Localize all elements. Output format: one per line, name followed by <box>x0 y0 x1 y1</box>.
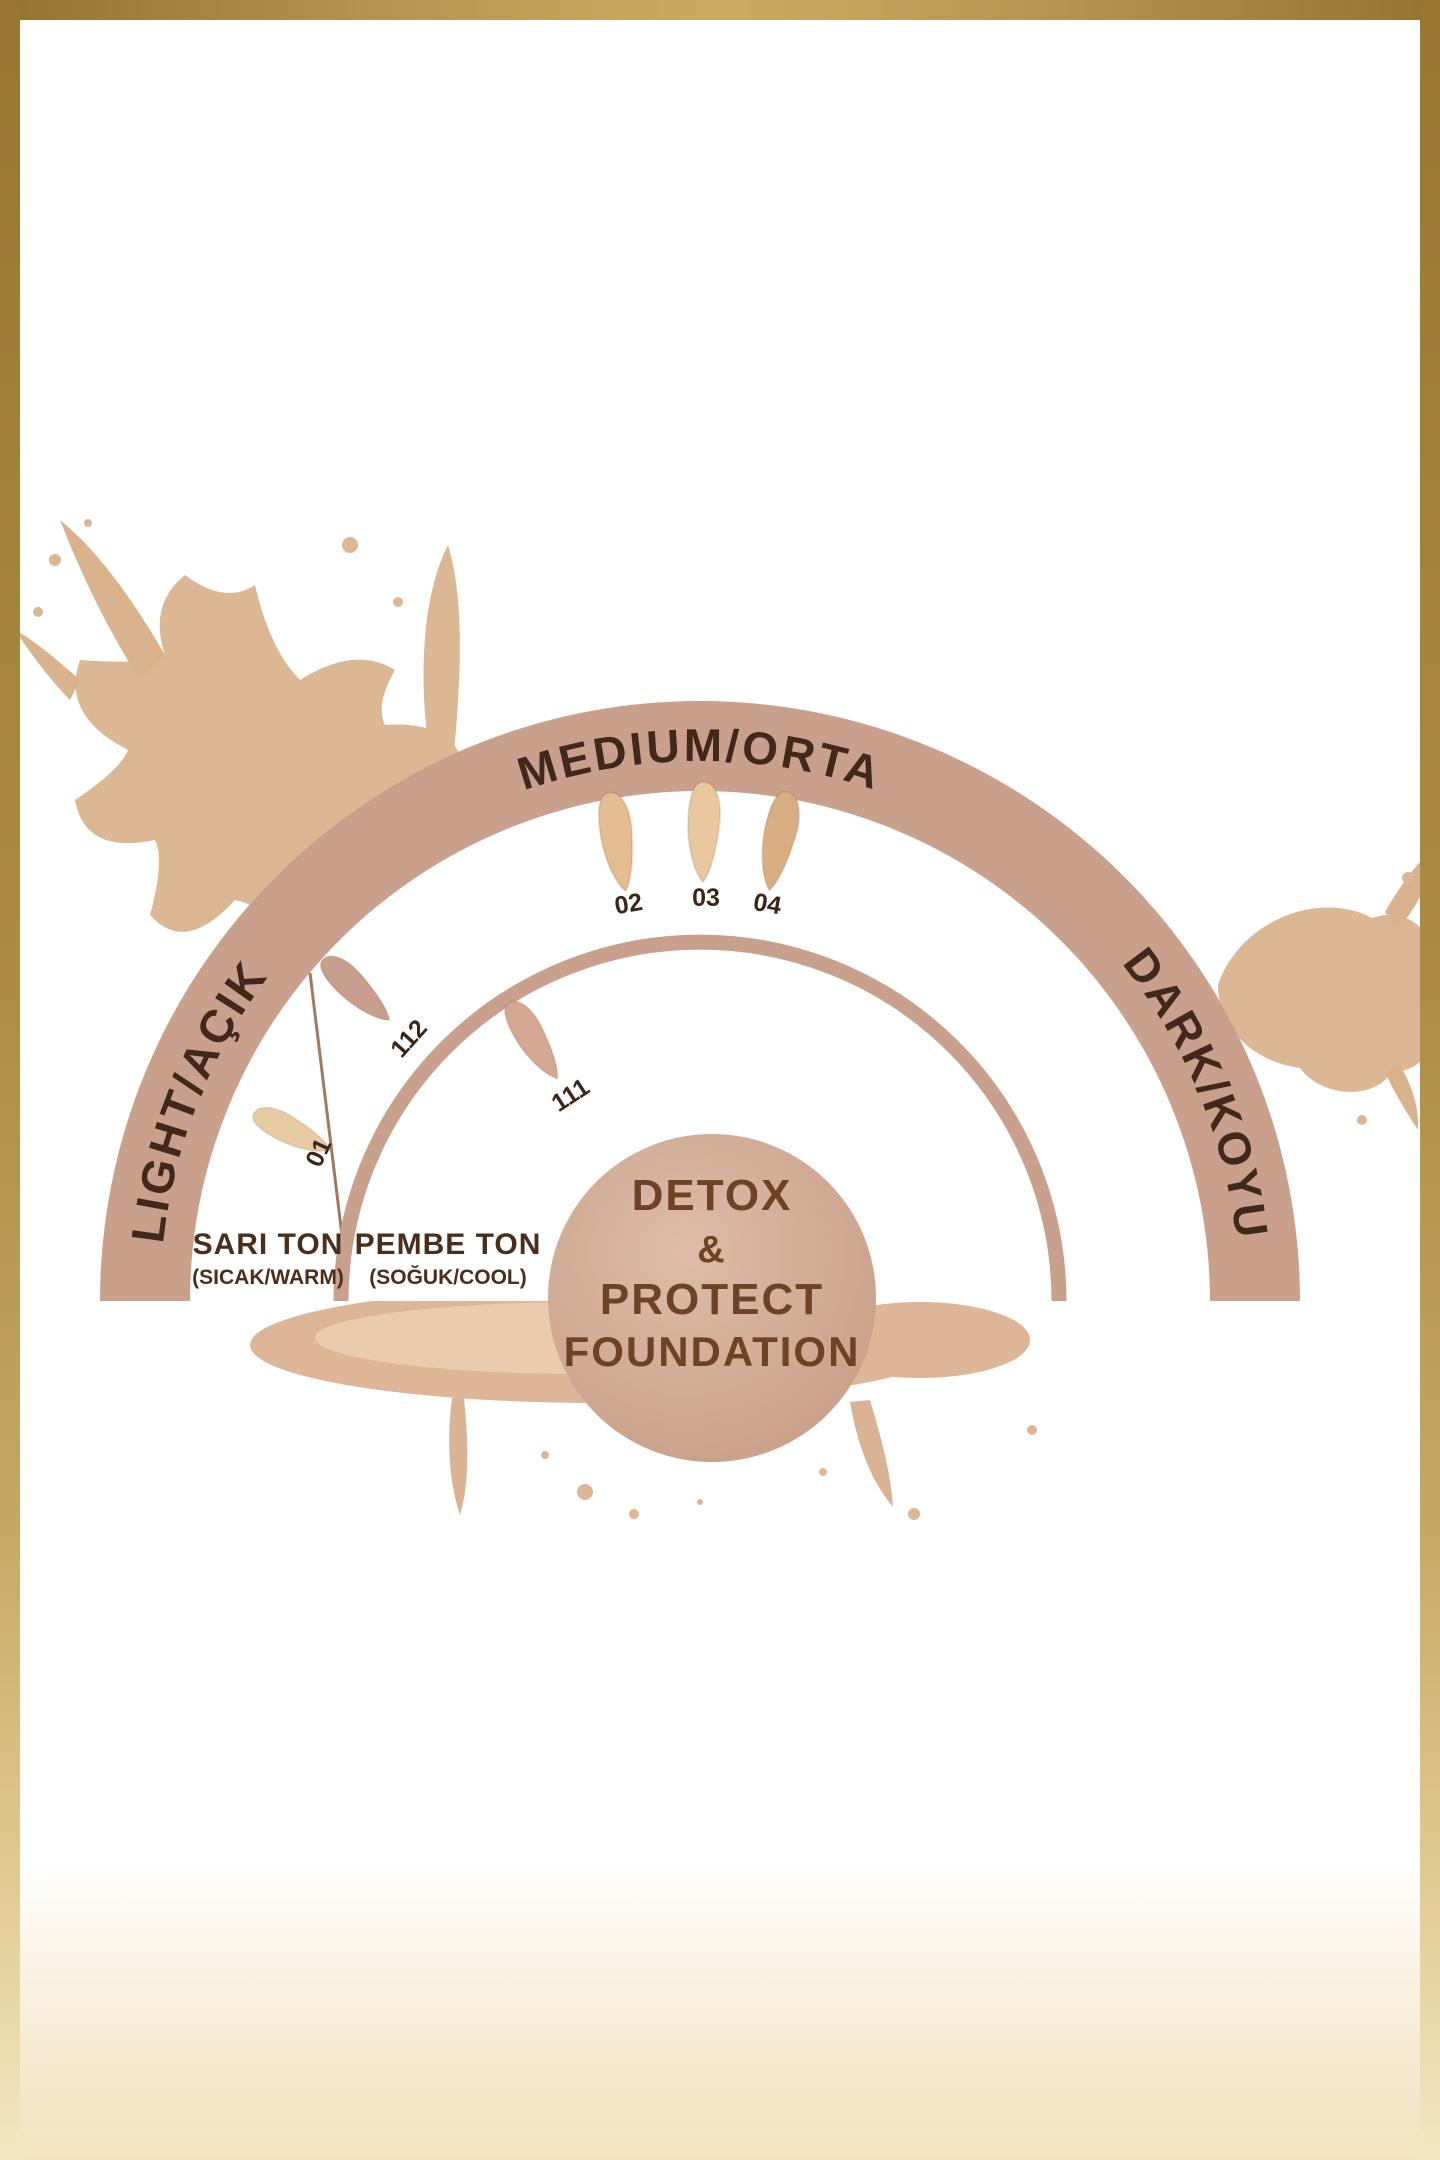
swatch-smear-01 <box>251 1106 332 1152</box>
splash-droplet <box>84 519 92 527</box>
swatch-smear-112 <box>319 955 391 1022</box>
frame-border-right <box>1420 0 1440 2160</box>
paint-splash-right <box>1218 845 1440 1130</box>
bottom-fade-decoration <box>0 1860 1440 2160</box>
swatch-smear-04 <box>761 790 801 892</box>
splash-spike <box>60 520 165 680</box>
splash-droplet <box>1357 1115 1367 1125</box>
shade-swatch-04 <box>761 790 801 892</box>
tone-sublabel-pembe: (SOĞUK/COOL) <box>369 1265 527 1289</box>
splash-droplet <box>819 1468 827 1476</box>
product-name-line2: & <box>697 1229 726 1271</box>
paint-drip <box>850 1400 893 1507</box>
product-name-line3: PROTECT <box>600 1275 824 1324</box>
splash-droplet <box>908 1508 920 1520</box>
splash-spike <box>423 545 460 775</box>
product-badge-circle <box>548 1134 876 1462</box>
frame-border-top <box>0 0 1440 20</box>
tone-sublabel-sari: (SICAK/WARM) <box>192 1266 344 1289</box>
splash-droplet <box>49 554 61 566</box>
splash-droplet <box>342 537 358 553</box>
shade-code-03: 03 <box>692 884 720 912</box>
splash-spike <box>15 630 80 700</box>
splash-droplet <box>1027 1425 1037 1435</box>
shade-swatch-111 <box>504 1000 559 1080</box>
splash-blob <box>1218 907 1438 1092</box>
splash-droplet <box>697 1499 703 1505</box>
tone-label-pembe: PEMBE TON <box>355 1228 542 1261</box>
splash-droplet <box>577 1484 593 1500</box>
shade-band-arc <box>100 701 1300 1301</box>
shade-code-04: 04 <box>751 888 783 920</box>
shade-swatch-01 <box>251 1106 332 1152</box>
shade-swatch-02 <box>597 791 634 893</box>
swatch-smear-02 <box>597 791 634 893</box>
product-name-line1: DETOX <box>632 1171 793 1220</box>
shade-swatch-03 <box>686 780 722 884</box>
swatch-smear-03 <box>686 780 722 884</box>
frame-border-left <box>0 0 20 2160</box>
splash-droplet <box>1402 872 1414 884</box>
splash-droplet <box>393 597 403 607</box>
tone-label-sari: SARI TON <box>193 1228 344 1261</box>
splash-droplet <box>541 1451 549 1459</box>
shade-swatch-112 <box>319 955 391 1022</box>
paint-drip <box>449 1398 468 1515</box>
swatch-smear-111 <box>504 1000 559 1080</box>
paint-splash-top <box>342 537 460 775</box>
splash-spike <box>1385 1065 1419 1130</box>
splash-droplet <box>33 607 43 617</box>
shade-code-02: 02 <box>612 888 644 920</box>
product-name-line4: FOUNDATION <box>564 1328 861 1375</box>
splash-droplet <box>629 1509 639 1519</box>
